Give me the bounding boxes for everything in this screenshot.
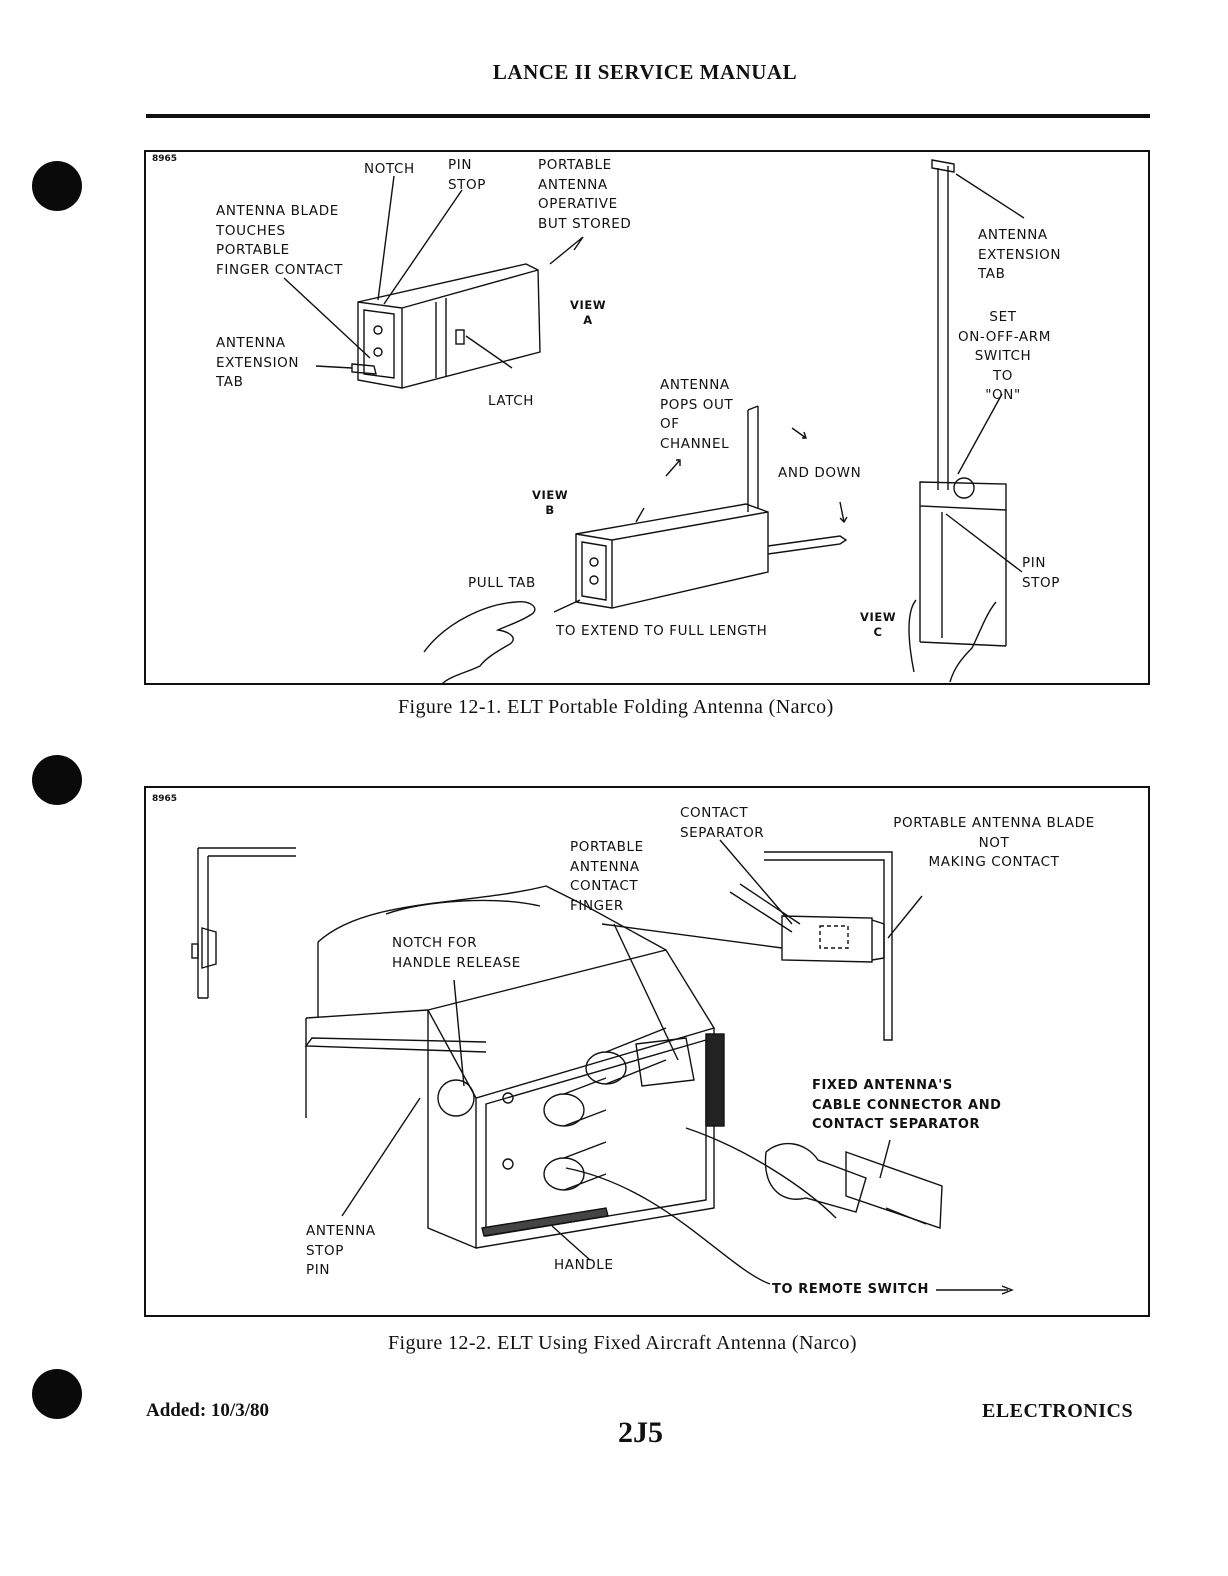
label-contact-finger: PORTABLE ANTENNA CONTACT FINGER bbox=[570, 839, 644, 914]
label-fixed-antenna: FIXED ANTENNA'S CABLE CONNECTOR AND CONT… bbox=[812, 1078, 1002, 1132]
label-blade-touches: ANTENNA BLADE TOUCHES PORTABLE FINGER CO… bbox=[216, 203, 343, 278]
figure-12-1: 8965 NOTCH PIN STOP PORTABLE ANTENNA OPE… bbox=[144, 150, 1150, 685]
figure-12-2-code: 8965 bbox=[152, 794, 178, 804]
punch-hole-bottom bbox=[32, 1369, 82, 1419]
label-pull-tab: PULL TAB bbox=[468, 575, 536, 591]
label-latch: LATCH bbox=[488, 393, 535, 409]
label-set-switch: SET ON-OFF-ARM SWITCH TO "ON" bbox=[958, 309, 1051, 403]
label-view-c: VIEW C bbox=[860, 610, 897, 639]
header-rule bbox=[146, 114, 1150, 118]
label-notch: NOTCH bbox=[364, 161, 415, 177]
label-extend-full: TO EXTEND TO FULL LENGTH bbox=[556, 623, 768, 639]
label-pin-stop: PIN STOP bbox=[448, 157, 486, 193]
figure-12-2-drawing bbox=[191, 839, 1014, 1295]
label-contact-separator: CONTACT SEPARATOR bbox=[680, 805, 765, 841]
figure-12-2: 8965 CONTACT SEPARATOR PORTABLE ANTENNA … bbox=[144, 786, 1150, 1317]
punch-hole-top bbox=[32, 161, 82, 211]
label-pin-stop-right: PIN STOP bbox=[1022, 555, 1060, 591]
footer-page-number: 2J5 bbox=[618, 1416, 663, 1449]
figure-12-1-caption: Figure 12-1. ELT Portable Folding Antenn… bbox=[398, 696, 834, 718]
label-and-down: AND DOWN bbox=[778, 465, 862, 481]
label-remote-switch: TO REMOTE SWITCH bbox=[772, 1282, 930, 1297]
figure-12-2-caption: Figure 12-2. ELT Using Fixed Aircraft An… bbox=[388, 1332, 857, 1354]
page-title: LANCE II SERVICE MANUAL bbox=[492, 60, 798, 84]
label-portable-antenna: PORTABLE ANTENNA OPERATIVE BUT STORED bbox=[538, 157, 632, 232]
label-extension-tab-left: ANTENNA EXTENSION TAB bbox=[216, 335, 300, 390]
label-portable-blade: PORTABLE ANTENNA BLADE NOT MAKING CONTAC… bbox=[893, 815, 1095, 870]
label-notch-handle: NOTCH FOR HANDLE RELEASE bbox=[392, 935, 521, 971]
figure-12-1-drawing bbox=[283, 159, 1025, 685]
label-extension-tab-right: ANTENNA EXTENSION TAB bbox=[978, 227, 1062, 282]
footer-section: ELECTRONICS bbox=[982, 1400, 1134, 1422]
label-view-b: VIEW B bbox=[532, 488, 569, 517]
label-antenna-pops-out: ANTENNA POPS OUT OF CHANNEL bbox=[660, 377, 734, 452]
footer-added-date: Added: 10/3/80 bbox=[146, 1400, 269, 1421]
punch-hole-middle bbox=[32, 755, 82, 805]
figure-12-1-code: 8965 bbox=[152, 154, 178, 164]
label-stop-pin: ANTENNA STOP PIN bbox=[306, 1223, 376, 1278]
label-view-a: VIEW A bbox=[570, 298, 607, 327]
label-handle: HANDLE bbox=[554, 1257, 614, 1273]
